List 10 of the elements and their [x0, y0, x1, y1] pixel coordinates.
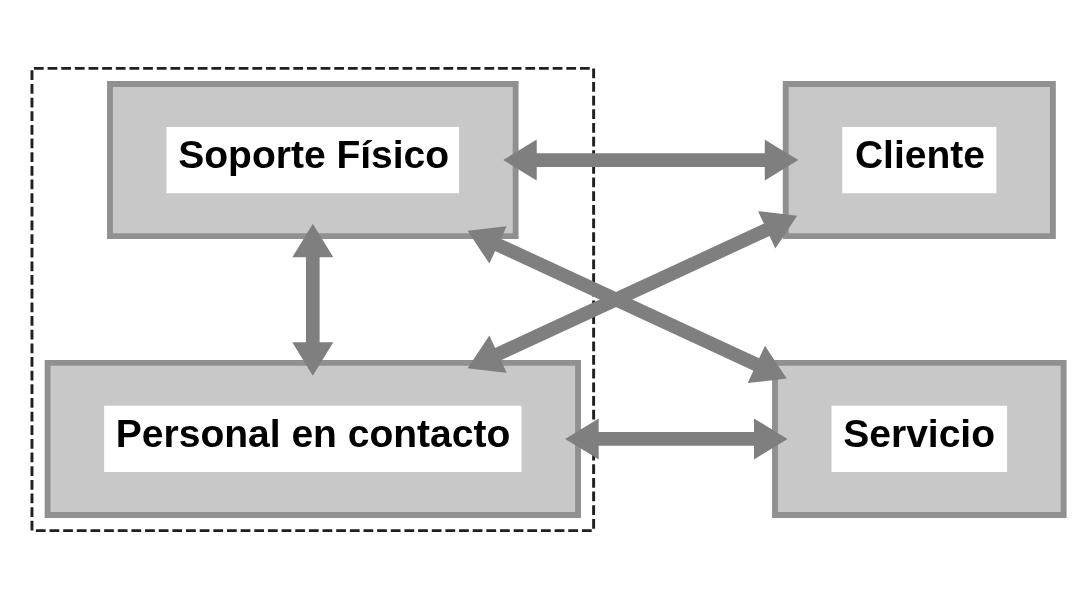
arrow	[292, 223, 334, 376]
node-box: Servicio	[772, 359, 1067, 518]
arrow	[565, 417, 788, 459]
arrow	[467, 210, 798, 373]
cluster	[30, 66, 596, 532]
arrow	[503, 139, 799, 181]
arrow	[467, 225, 787, 383]
node-box: Cliente	[782, 80, 1056, 239]
node-box: Personal en contacto	[44, 359, 581, 518]
node-box: Soporte Físico	[107, 80, 519, 239]
